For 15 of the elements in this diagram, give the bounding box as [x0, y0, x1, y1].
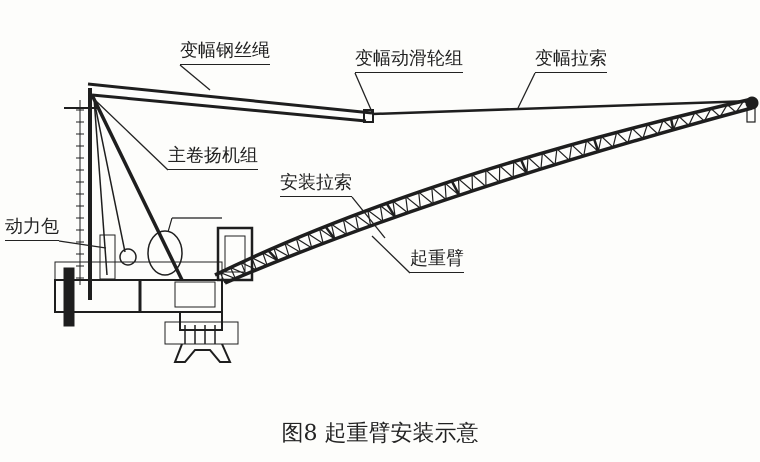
leader-line [352, 196, 386, 238]
leader-line [354, 72, 373, 112]
part-label: 变幅拉索 [535, 48, 607, 73]
part-label: 变幅钢丝绳 [180, 40, 270, 65]
leader-line [58, 240, 106, 249]
part-label: 安装拉索 [280, 172, 352, 197]
leader-line [517, 72, 536, 108]
leader-line [180, 64, 210, 90]
leader-line [94, 100, 168, 170]
figure-caption: 图8 起重臂安装示意 [280, 420, 480, 448]
part-label: 变幅动滑轮组 [355, 48, 463, 73]
part-label: 动力包 [5, 216, 59, 241]
part-label: 主卷扬机组 [168, 145, 258, 170]
part-label: 起重臂 [410, 248, 464, 273]
leader-line [372, 236, 410, 274]
